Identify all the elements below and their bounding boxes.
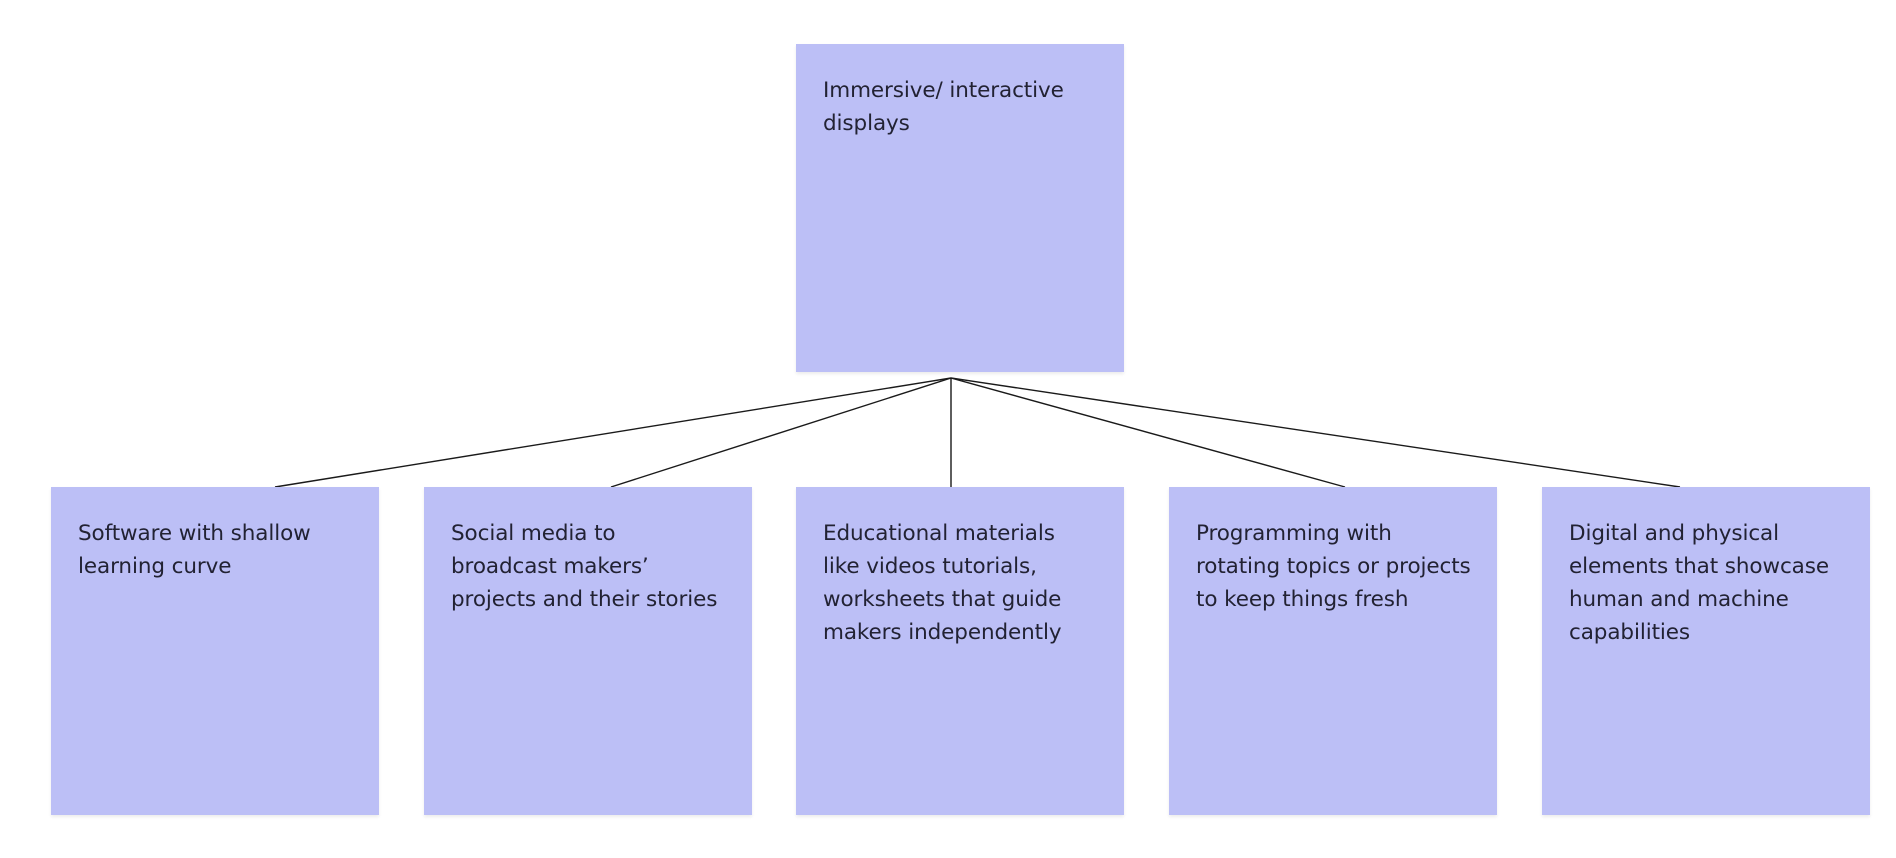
connector-line-5 — [950, 377, 1681, 488]
connector-line-2 — [610, 377, 952, 488]
sticky-note-text: Immersive/ interactive displays — [823, 78, 1064, 136]
sticky-note-text: Digital and physical elements that showc… — [1569, 521, 1829, 645]
sticky-note-software[interactable]: Software with shallow learning curve — [51, 487, 379, 815]
sticky-note-social-media[interactable]: Social media to broadcast makers’ projec… — [424, 487, 752, 815]
connector-line-1 — [274, 377, 952, 488]
connector-line-4 — [950, 377, 1346, 488]
sticky-note-programming[interactable]: Programming with rotating topics or proj… — [1169, 487, 1497, 815]
root-sticky-note[interactable]: Immersive/ interactive displays — [796, 44, 1124, 372]
sticky-note-educational-materials[interactable]: Educational materials like videos tutori… — [796, 487, 1124, 815]
sticky-note-text: Programming with rotating topics or proj… — [1196, 521, 1471, 612]
sticky-note-digital-physical[interactable]: Digital and physical elements that showc… — [1542, 487, 1870, 815]
sticky-note-text: Software with shallow learning curve — [78, 521, 311, 579]
sticky-note-text: Educational materials like videos tutori… — [823, 521, 1062, 645]
sticky-note-text: Social media to broadcast makers’ projec… — [451, 521, 718, 612]
